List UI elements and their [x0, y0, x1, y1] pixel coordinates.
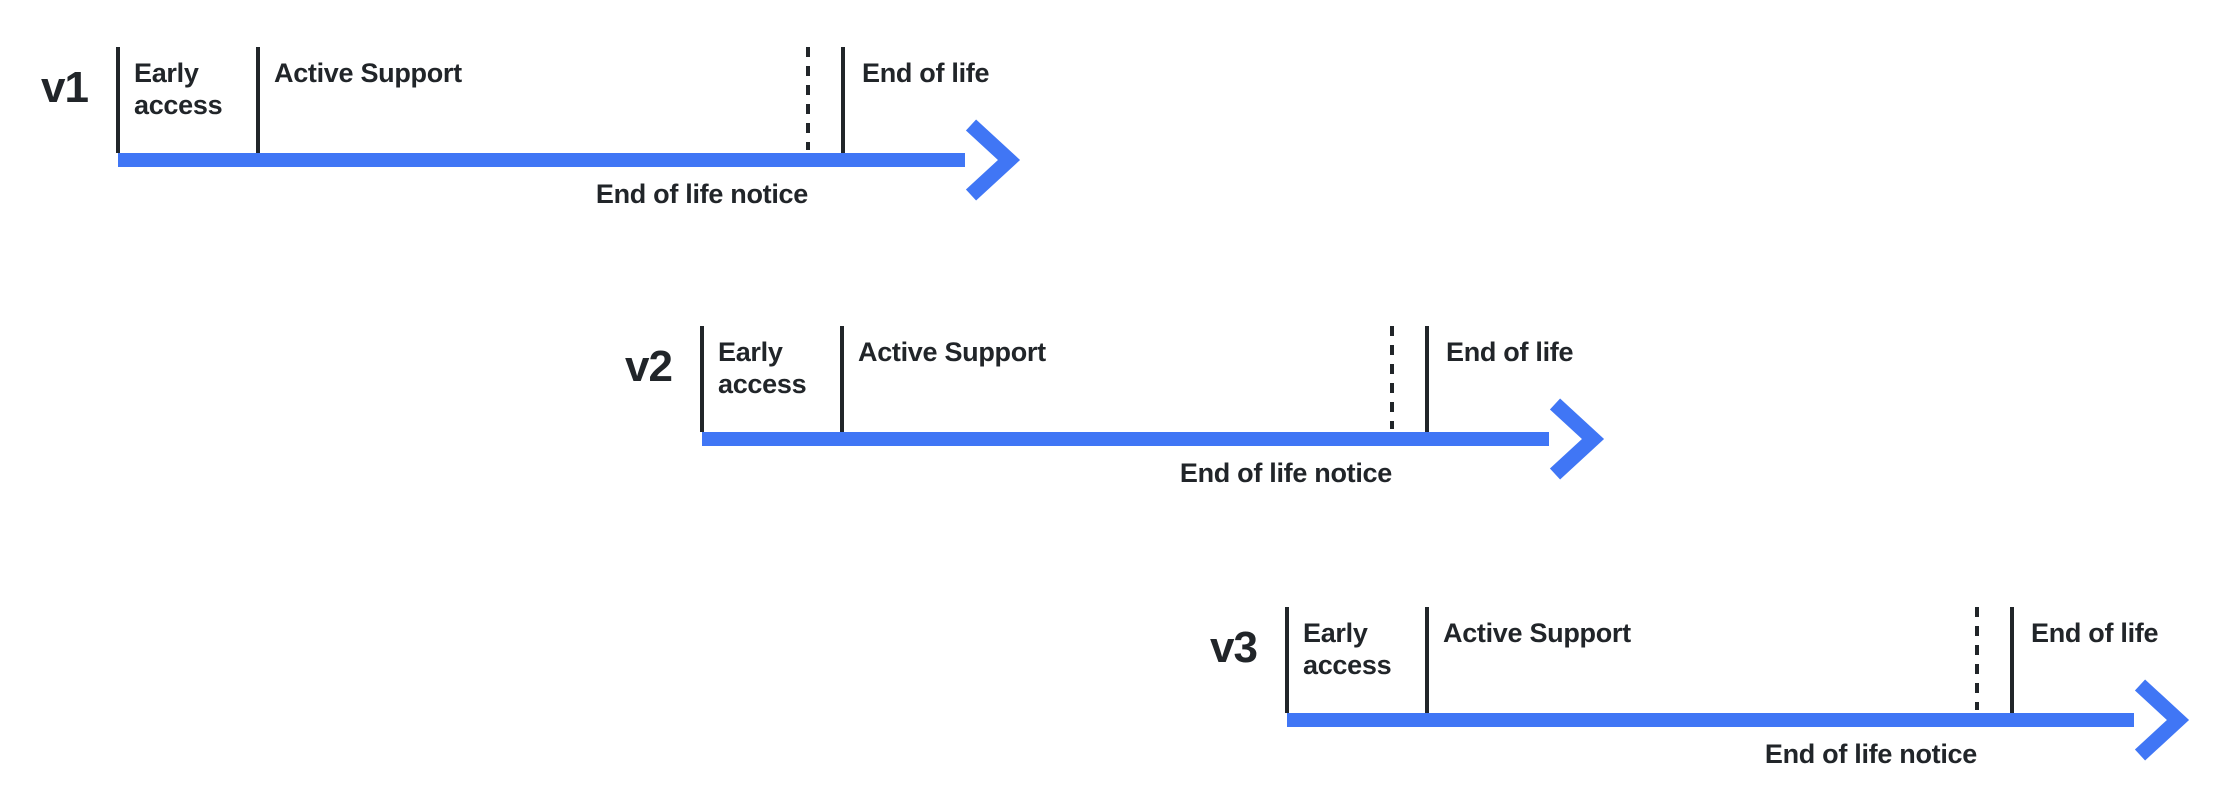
timeline-arrowhead-icon: [1549, 398, 1605, 480]
timeline-arrow-shaft: [702, 432, 1549, 446]
end-of-life-notice-label: End of life notice: [595, 179, 808, 209]
early-access-label: Early access: [1303, 618, 1392, 680]
end-of-life-label: End of life: [862, 58, 990, 88]
timeline-arrowhead-icon: [965, 119, 1021, 201]
end-of-life-notice-label: End of life notice: [1179, 458, 1392, 488]
timeline-graphic: [1285, 607, 2190, 761]
version-label: v3: [1210, 623, 1258, 672]
active-support-label: Active Support: [274, 58, 462, 88]
timeline-row-v2: v2 Early access Active Support End of li…: [502, 319, 1622, 499]
timeline-arrow-shaft: [118, 153, 965, 167]
end-of-life-notice-label: End of life notice: [1764, 739, 1977, 769]
version-label: v1: [41, 63, 89, 112]
timeline-arrowhead-icon: [2134, 679, 2190, 761]
early-access-label: Early access: [134, 58, 223, 120]
end-of-life-label: End of life: [2031, 618, 2159, 648]
timeline-graphic: [116, 47, 1021, 201]
version-label: v2: [625, 342, 673, 391]
timeline-arrow-shaft: [1287, 713, 2134, 727]
timeline-graphic: [700, 326, 1605, 480]
timeline-row-v1: v1 Early access Active Support End of li…: [0, 40, 1038, 220]
timeline-row-v3: v3 Early access Active Support End of li…: [1087, 600, 2207, 780]
active-support-label: Active Support: [858, 337, 1046, 367]
early-access-label: Early access: [718, 337, 807, 399]
active-support-label: Active Support: [1443, 618, 1631, 648]
end-of-life-label: End of life: [1446, 337, 1574, 367]
